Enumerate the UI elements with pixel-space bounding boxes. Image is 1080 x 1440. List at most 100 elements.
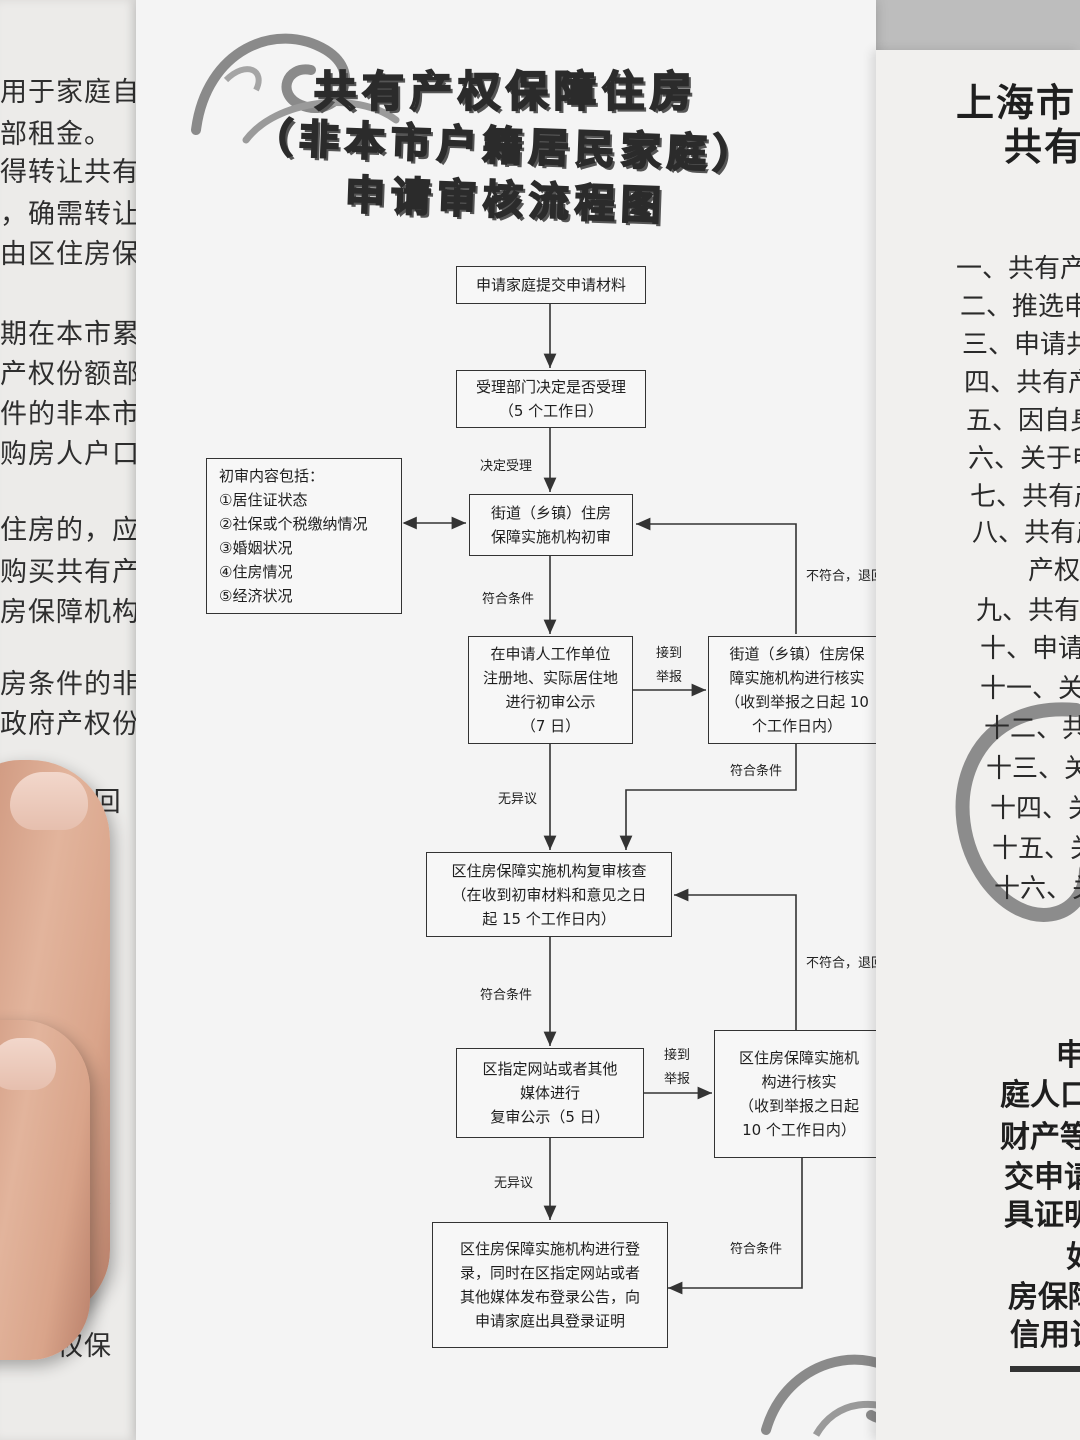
left-text-line: ，确需转让 [0, 199, 140, 230]
node-district-recheck: 区住房保障实施机构复审核查（在收到初审材料和意见之日起 15 个工作日内） [426, 852, 672, 937]
n8-line: 区住房保障实施机 [738, 1049, 859, 1067]
n5-line: 障实施机构进行核实 [729, 669, 865, 687]
n9-line: 其他媒体发布登录公告，向 [459, 1288, 640, 1306]
ornament-right [955, 702, 1080, 922]
flowchart-page: 共有产权保障住房 （非本市户籍居民家庭） 申请审核流程图 [136, 0, 918, 1440]
node-registration: 区住房保障实施机构进行登录，同时在区指定网站或者其他媒体发布登录公告，向申请家庭… [432, 1222, 668, 1348]
right-para-line: 如 [1066, 1232, 1080, 1276]
n8-line: 10 个工作日内） [742, 1121, 856, 1139]
label-report-2b: 举报 [664, 1072, 691, 1087]
right-para-line: 财产等 [1000, 1120, 1080, 1155]
n7-line: 区指定网站或者其他 [482, 1060, 618, 1078]
label-meet-3: 符合条件 [480, 988, 533, 1003]
label-meet-2: 符合条件 [730, 764, 783, 779]
label-reject-2: 不符合，退回 [806, 956, 885, 971]
node-street-verification: 街道（乡镇）住房保障实施机构进行核实 （收到举报之日起 10 个工作日内） [708, 636, 886, 744]
right-para-line: 庭人口 [1000, 1078, 1080, 1113]
n5-line: 个工作日内） [751, 717, 842, 735]
left-text-line: 用于家庭自 [0, 77, 140, 108]
left-text-line: 得转让共有 [0, 157, 140, 188]
n7-line: 媒体进行 [519, 1084, 580, 1102]
toc-item: 二、推选申 [960, 292, 1080, 322]
side-title: 初审内容包括： [219, 467, 325, 485]
left-text-line: 购买共有产 [0, 557, 140, 588]
right-para-line: 信用记 [1010, 1318, 1080, 1353]
toc-item: 十、申请 [980, 634, 1080, 664]
side-item: ①居住证状态 [219, 491, 308, 509]
diagram-title: 共有产权保障住房 （非本市户籍居民家庭） 申请审核流程图 [136, 50, 876, 231]
ornament-top-left [191, 33, 400, 144]
n9-line: 申请家庭出具登录证明 [474, 1312, 625, 1330]
left-text-line: 由区住房保 [0, 239, 140, 270]
n5-line: 街道（乡镇）住房保 [729, 645, 865, 663]
side-item: ④住房情况 [219, 563, 293, 581]
n7-line: 复审公示（5 日） [490, 1108, 610, 1126]
node-recheck-publicity: 区指定网站或者其他媒体进行复审公示（5 日） [456, 1048, 644, 1138]
flow-connectors [402, 304, 803, 1295]
left-text-line: 房条件的非 [0, 669, 140, 700]
toc-item: 八、共有产 [972, 518, 1080, 548]
toc-item: 六、关于申 [968, 444, 1080, 474]
n4-line: 进行初审公示 [505, 693, 596, 711]
label-meet-4: 符合条件 [730, 1242, 783, 1257]
node-submit-materials: 申请家庭提交申请材料 [456, 266, 646, 304]
right-para-line: 房保障 [1008, 1280, 1080, 1315]
n2-line: （5 个工作日） [498, 402, 604, 420]
toc-item: 一、共有产 [956, 254, 1080, 284]
left-text-line: 件的非本市 [0, 399, 140, 430]
left-text-line: 住房的，应 [0, 515, 140, 546]
toc-item: 七、共有产 [970, 482, 1080, 512]
toc-item: 十六、关 [994, 874, 1080, 904]
label-meet-1: 符合条件 [482, 592, 535, 607]
n4-line: （7 日） [520, 717, 581, 735]
toc-item: 三、申请共 [962, 330, 1080, 360]
label-report-1a: 接到 [656, 646, 683, 661]
right-para-line: 具证明 [1004, 1198, 1080, 1233]
node-street-initial-review: 街道（乡镇）住房保障实施机构初审 [469, 494, 633, 556]
left-text-line: 购房人户口 [0, 439, 140, 470]
toc-item: 产权 [1028, 556, 1080, 586]
right-para-line: 申 [1056, 1038, 1080, 1073]
node-acceptance-decision: 受理部门决定是否受理 （5 个工作日） [456, 370, 646, 428]
label-reject-1: 不符合，退回 [806, 569, 885, 584]
right-rule [1010, 1366, 1080, 1372]
hand-finger [0, 1020, 90, 1360]
n8-line: （收到举报之日起 [738, 1097, 859, 1115]
n1-line: 申请家庭提交申请材料 [475, 276, 626, 294]
side-item: ③婚姻状况 [219, 539, 293, 557]
n4-line: 注册地、实际居住地 [482, 669, 618, 687]
node-initial-publicity: 在申请人工作单位注册地、实际居住地进行初审公示（7 日） [468, 636, 633, 744]
thumbnail [10, 772, 88, 830]
label-no-objection-1: 无异议 [498, 792, 538, 807]
node-initial-review-contents: 初审内容包括： ①居住证状态 ②社保或个税缴纳情况 ③婚姻状况 ④住房情况 ⑤经济状况 [206, 458, 402, 614]
n5-line: （收到举报之日起 10 [725, 693, 869, 711]
toc-item: 五、因自身 [966, 406, 1080, 436]
n8-line: 构进行核实 [761, 1073, 837, 1091]
right-para-line: 交申请 [1004, 1160, 1080, 1195]
node-district-verification: 区住房保障实施机构进行核实 （收到举报之日起 10 个工作日内） [714, 1030, 884, 1158]
right-title-2: 共有 [1004, 124, 1080, 169]
toc-item: 四、共有产 [964, 368, 1080, 398]
left-text-line: 房保障机构 [0, 597, 140, 628]
left-text-line: 期在本市累 [0, 319, 140, 350]
label-no-objection-2: 无异议 [494, 1176, 534, 1191]
fingernail [0, 1038, 56, 1090]
toc-item: 十三、关 [986, 754, 1080, 784]
title-line-1: 共有产权保障住房 [313, 66, 698, 117]
n9-line: 区住房保障实施机构进行登 [459, 1240, 640, 1258]
n9-line: 录，同时在区指定网站或者 [459, 1264, 640, 1282]
label-report-2a: 接到 [664, 1048, 691, 1063]
n2-line: 受理部门决定是否受理 [475, 378, 626, 396]
side-item: ⑤经济状况 [219, 587, 293, 605]
n6-line: 区住房保障实施机构复审核查 [451, 861, 647, 880]
left-text-line: 产权份额部 [0, 359, 140, 390]
toc-item: 十二、共 [984, 714, 1080, 744]
n6-line: （在收到初审材料和意见之日 [451, 885, 647, 904]
toc-item: 十四、关 [990, 794, 1080, 824]
right-title-1: 上海市 [956, 80, 1077, 125]
toc-item: 九、共有产 [976, 596, 1080, 626]
label-report-1b: 举报 [656, 670, 683, 685]
n3-line: 街道（乡镇）住房 [490, 504, 611, 522]
right-page-panel: 上海市 共有 一、共有产二、推选申三、申请共四、共有产五、因自身六、关于申七、共… [876, 50, 1080, 1440]
side-item: ②社保或个税缴纳情况 [219, 515, 368, 533]
